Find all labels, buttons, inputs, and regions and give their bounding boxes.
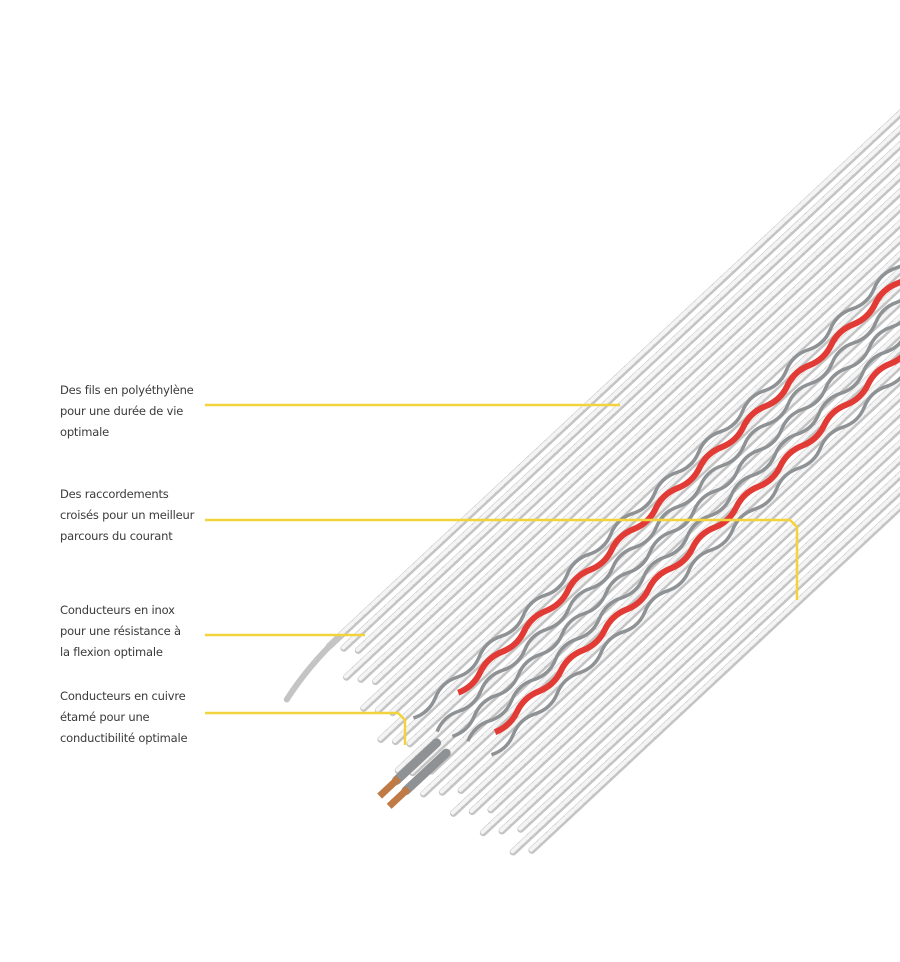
- strand-weave: [420, 174, 900, 796]
- red-conductor: [457, 138, 900, 696]
- leader-line-copper-conductors: [205, 711, 407, 745]
- strand-weave: [378, 124, 900, 741]
- copper-conductor-end: [377, 775, 402, 799]
- strand-weave: [518, 241, 900, 831]
- copper-conductor-end: [386, 786, 411, 809]
- callout-cross-connections: Des raccordements croisés pour un meille…: [60, 487, 195, 543]
- woven-tape: [283, 47, 900, 856]
- strand-weave: [392, 132, 900, 743]
- strand-weave: [499, 233, 900, 833]
- strand-weave: [326, 48, 900, 648]
- callout-polyethylene-threads: Des fils en polyéthylène pour une durée …: [60, 383, 194, 439]
- strand-weave: [529, 258, 900, 852]
- strand-weave: [375, 107, 900, 712]
- stainless-wire-end: [283, 634, 342, 703]
- strand-weave: [488, 216, 900, 812]
- stainless-conductor: [490, 180, 900, 757]
- strand-weave: [469, 208, 900, 813]
- stainless-conductor: [435, 136, 900, 733]
- strand-weave: [510, 250, 900, 854]
- copper-conductor-sheath: [401, 748, 451, 796]
- red-conductor: [493, 178, 900, 735]
- strand-weave: [458, 191, 900, 792]
- stainless-conductor: [412, 123, 900, 720]
- strand-weave: [450, 199, 900, 815]
- strand-weave: [355, 65, 900, 652]
- strand-weave: [361, 98, 900, 710]
- callout-copper-conductors: Conducteurs en cuivre étamé pour une con…: [60, 689, 188, 745]
- leader-line-cross-connections: [205, 518, 799, 600]
- stainless-conductor: [466, 167, 900, 742]
- leader-lines: [205, 403, 799, 745]
- callout-stainless-conductors: Conducteurs en inox pour une résistance …: [60, 603, 181, 659]
- strand-weave: [390, 115, 900, 714]
- copper-conductor-sheath: [391, 738, 442, 785]
- strand-weave: [428, 166, 900, 773]
- strand-weave: [358, 81, 900, 681]
- strand-weave: [341, 56, 900, 650]
- strand-weave: [439, 182, 900, 794]
- stainless-conductor: [451, 142, 900, 739]
- strand-weave: [372, 90, 900, 683]
- strand-weave: [343, 73, 900, 679]
- strand-weave: [480, 224, 900, 834]
